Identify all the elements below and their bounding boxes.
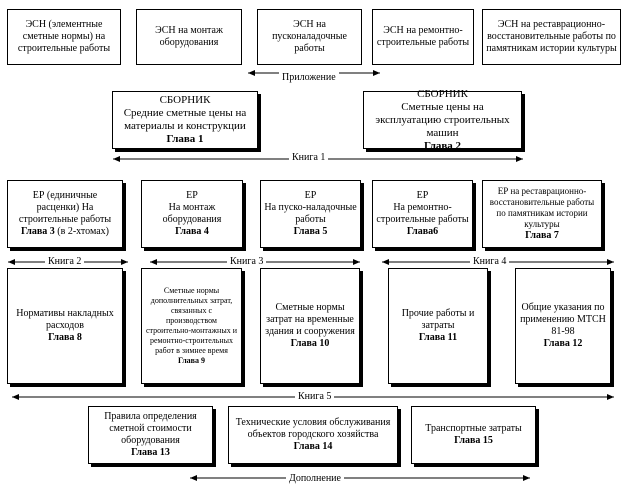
row2-box-2-chapter: Глава 2 <box>423 139 462 152</box>
row2-box-2: СБОРНИК Сметные цены на эксплуатацию стр… <box>363 87 522 152</box>
row2-box-1: СБОРНИК Средние сметные цены на материал… <box>112 91 258 149</box>
row4-box-3: Сметные нормы затрат на временные здания… <box>260 268 360 384</box>
row1-box-4: ЭСН на ремонтно-строительные работы <box>372 9 474 65</box>
row3-box-1-text: ЕР (единичные расценки) На строительные … <box>18 190 112 225</box>
row2-box-1-chapter: Глава 1 <box>166 133 204 145</box>
row4-box-3-chapter: Глава 10 <box>290 338 330 349</box>
row3-box-3-text: На пуско-наладочные работы <box>264 202 357 225</box>
row5-box-1: Правила определения сметной стоимости об… <box>88 406 213 464</box>
row5-box-1-chapter: Глава 13 <box>131 447 170 458</box>
row5-box-2: Технические условия обслуживания объекто… <box>228 406 398 464</box>
row1-box-3: ЭСН на пусконаладочные работы <box>257 9 362 65</box>
row3-box-4-title: ЕР <box>416 190 429 201</box>
row5-box-3-chapter: Глава 15 <box>454 435 493 446</box>
row4-box-1-chapter: Глава 8 <box>48 332 82 343</box>
row3-box-5-chapter: Глава 7 <box>525 230 559 241</box>
row2-box-1-title: СБОРНИК <box>159 94 211 106</box>
appendix-label: Приложение <box>279 72 339 83</box>
row3-box-1: ЕР (единичные расценки) На строительные … <box>7 180 123 248</box>
row3-box-4: ЕР На ремонтно-строительные работы Глава… <box>372 180 473 248</box>
row1-box-2: ЭСН на монтаж оборудования <box>136 9 242 65</box>
row4-box-5: Общие указания по применению МТСН 81-98 … <box>515 268 611 384</box>
row3-box-5-text: ЕР на реставрационно-восстановительные р… <box>489 186 595 229</box>
row5-box-3-text: Транспортные затраты <box>425 423 522 434</box>
row1-box-2-text: ЭСН на монтаж оборудования <box>155 25 223 48</box>
book1-label: Книга 1 <box>289 152 329 163</box>
row2-box-2-text: Сметные цены на эксплуатацию строительны… <box>375 100 510 139</box>
row3-box-1-extra: (в 2-хтомах) <box>54 226 109 237</box>
row4-box-1-text: Нормативы накладных расходов <box>16 308 114 331</box>
row3-box-2-text: На монтаж оборудования <box>162 202 222 225</box>
row3-box-3: ЕР На пуско-наладочные работы Глава 5 <box>260 180 361 248</box>
row4-box-3-text: Сметные нормы затрат на временные здания… <box>265 302 355 337</box>
row2-box-2-title: СБОРНИК <box>417 87 468 100</box>
book3-label: Книга 3 <box>227 256 267 267</box>
row1-box-1-text: ЭСН (элементные сметные нормы) на строит… <box>17 19 111 54</box>
row3-box-2-title: ЕР <box>186 190 198 201</box>
row1-box-4-text: ЭСН на ремонтно-строительные работы <box>376 25 470 48</box>
row4-box-4-text: Прочие работы и затраты <box>401 308 475 331</box>
row3-box-3-title: ЕР <box>304 190 317 201</box>
supplement-label: Дополнение <box>286 473 344 484</box>
row1-box-5: ЭСН на реставрационно-восстановительные … <box>482 9 621 65</box>
row4-box-4-chapter: Глава 11 <box>418 332 458 343</box>
row3-box-5: ЕР на реставрационно-восстановительные р… <box>482 180 602 248</box>
row3-box-2: ЕР На монтаж оборудования Глава 4 <box>141 180 243 248</box>
row3-box-4-text: На ремонтно-строительные работы <box>376 202 469 225</box>
row3-box-2-chapter: Глава 4 <box>175 226 209 237</box>
row5-box-3: Транспортные затраты Глава 15 <box>411 406 536 464</box>
row4-box-5-chapter: Глава 12 <box>543 338 583 349</box>
book2-label: Книга 2 <box>45 256 85 267</box>
row5-box-2-text: Технические условия обслуживания объекто… <box>235 417 391 440</box>
row4-box-2-text: Сметные нормы дополнительных затрат, свя… <box>145 286 237 355</box>
row4-box-2-chapter: Глава 9 <box>178 356 205 365</box>
row4-box-1: Нормативы накладных расходов Глава 8 <box>7 268 123 384</box>
book4-label: Книга 4 <box>470 256 510 267</box>
row1-box-5-text: ЭСН на реставрационно-восстановительные … <box>486 19 617 54</box>
row3-box-3-chapter: Глава 5 <box>293 226 328 237</box>
row3-box-1-chapter: Глава 3 <box>21 226 55 237</box>
row4-box-2: Сметные нормы дополнительных затрат, свя… <box>141 268 242 384</box>
row5-box-1-text: Правила определения сметной стоимости об… <box>104 411 197 446</box>
row5-box-2-chapter: Глава 14 <box>293 441 333 452</box>
book5-label: Книга 5 <box>295 391 335 402</box>
row4-box-4: Прочие работы и затраты Глава 11 <box>388 268 488 384</box>
row2-box-1-text: Средние сметные цены на материалы и конс… <box>123 107 247 132</box>
row4-box-5-text: Общие указания по применению МТСН 81-98 <box>520 302 606 337</box>
row1-box-3-text: ЭСН на пусконаладочные работы <box>272 19 347 54</box>
row3-box-4-chapter: Глава6 <box>406 226 439 237</box>
row1-box-1: ЭСН (элементные сметные нормы) на строит… <box>7 9 121 65</box>
